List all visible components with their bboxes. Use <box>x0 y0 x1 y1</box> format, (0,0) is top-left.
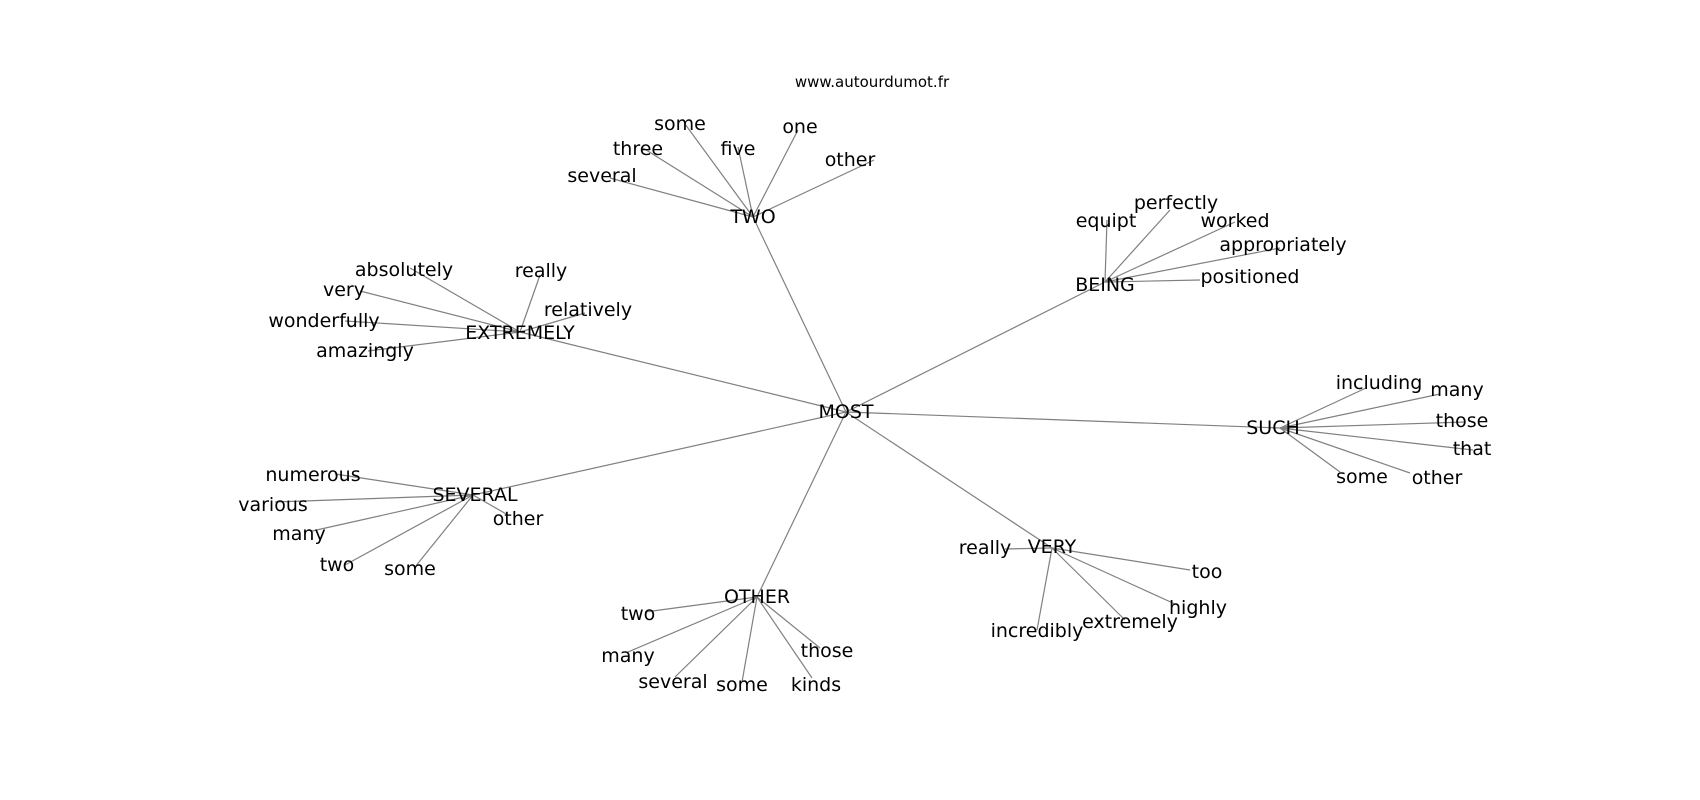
node-leaf-very-too[interactable]: too <box>1192 561 1223 583</box>
edge-most-extremely <box>519 331 847 413</box>
edge-two-five <box>737 146 754 218</box>
node-leaf-several-some[interactable]: some <box>384 558 436 580</box>
node-leaf-such-including[interactable]: including <box>1336 372 1423 394</box>
node-leaf-very-incredibly[interactable]: incredibly <box>991 620 1084 642</box>
edge-two-some <box>684 123 754 218</box>
edge-other-two <box>644 596 758 613</box>
edge-such-that <box>1279 427 1474 451</box>
node-leaf-other-those[interactable]: those <box>801 640 854 662</box>
node-leaf-being-positioned[interactable]: positioned <box>1200 266 1299 288</box>
edge-other-some <box>741 596 758 683</box>
edge-most-being <box>845 281 1106 413</box>
node-leaf-several-various[interactable]: various <box>238 494 308 516</box>
edge-several-two <box>344 494 474 566</box>
edge-being-positioned <box>1104 279 1201 283</box>
node-hub-being[interactable]: BEING <box>1075 274 1135 296</box>
node-leaf-very-really[interactable]: really <box>959 537 1012 559</box>
node-leaf-being-equipt[interactable]: equipt <box>1076 210 1137 232</box>
node-hub-extremely[interactable]: EXTREMELY <box>465 322 575 344</box>
node-leaf-other-many[interactable]: many <box>601 645 654 667</box>
node-hub-several[interactable]: SEVERAL <box>432 484 517 506</box>
edge-most-several <box>472 411 847 496</box>
node-leaf-very-extremely[interactable]: extremely <box>1082 611 1178 633</box>
edge-most-such <box>845 411 1281 429</box>
node-leaf-such-other[interactable]: other <box>1412 467 1463 489</box>
edge-extremely-really <box>519 274 541 333</box>
node-leaf-several-many[interactable]: many <box>272 523 325 545</box>
node-leaf-such-that[interactable]: that <box>1453 438 1492 460</box>
edge-such-other <box>1279 427 1411 474</box>
edge-two-one <box>752 129 799 218</box>
edge-several-some <box>414 494 474 568</box>
edge-very-really <box>1004 547 1053 550</box>
site-watermark[interactable]: www.autourdumot.fr <box>795 73 950 91</box>
edge-most-other <box>756 411 847 598</box>
node-leaf-two-some[interactable]: some <box>654 113 706 135</box>
node-leaf-extremely-really[interactable]: really <box>515 260 568 282</box>
node-leaf-other-several[interactable]: several <box>638 671 707 693</box>
node-hub-very[interactable]: VERY <box>1028 536 1077 558</box>
edge-extremely-wonderfully <box>344 320 521 333</box>
edge-several-many <box>311 494 474 532</box>
graph-labels: MOSTTWOsomethreeseveralfiveoneotherBEING… <box>238 113 1491 696</box>
node-leaf-several-numerous[interactable]: numerous <box>265 464 360 486</box>
edge-very-too <box>1051 547 1191 571</box>
node-leaf-extremely-very[interactable]: very <box>323 279 365 301</box>
edge-such-many <box>1279 393 1441 429</box>
edge-several-various <box>274 494 474 503</box>
node-leaf-two-five[interactable]: five <box>721 138 756 160</box>
node-leaf-such-many[interactable]: many <box>1430 379 1483 401</box>
node-leaf-several-other[interactable]: other <box>493 508 544 530</box>
node-leaf-being-perfectly[interactable]: perfectly <box>1134 192 1218 214</box>
edge-such-including <box>1279 387 1367 429</box>
node-leaf-several-two[interactable]: two <box>320 554 355 576</box>
node-leaf-other-some[interactable]: some <box>716 674 768 696</box>
edge-extremely-amazingly <box>367 331 521 352</box>
edge-most-two <box>752 216 847 413</box>
graph-edges <box>274 123 1474 683</box>
node-hub-two[interactable]: TWO <box>729 206 775 228</box>
node-hub-other[interactable]: OTHER <box>724 586 790 608</box>
edge-several-numerous <box>334 473 474 496</box>
node-root-most[interactable]: MOST <box>818 401 873 423</box>
node-leaf-two-several[interactable]: several <box>567 165 636 187</box>
edge-several-other <box>472 494 509 516</box>
edge-very-extremely <box>1051 547 1126 621</box>
node-leaf-such-those[interactable]: those <box>1436 410 1489 432</box>
node-leaf-very-highly[interactable]: highly <box>1169 597 1227 619</box>
node-leaf-extremely-absolutely[interactable]: absolutely <box>355 259 453 281</box>
node-leaf-two-one[interactable]: one <box>782 116 817 138</box>
edge-being-worked <box>1104 221 1236 283</box>
edge-most-very <box>845 411 1053 549</box>
node-leaf-other-kinds[interactable]: kinds <box>791 674 841 696</box>
node-leaf-extremely-amazingly[interactable]: amazingly <box>316 340 414 362</box>
edge-two-other <box>752 159 875 218</box>
edge-such-those <box>1279 421 1466 429</box>
node-leaf-extremely-wonderfully[interactable]: wonderfully <box>268 310 379 332</box>
node-leaf-such-some[interactable]: some <box>1336 466 1388 488</box>
edge-being-perfectly <box>1104 209 1171 283</box>
edge-being-appropriately <box>1104 247 1281 283</box>
node-leaf-two-three[interactable]: three <box>613 138 663 160</box>
edge-such-some <box>1279 427 1341 473</box>
edge-other-several <box>674 596 758 678</box>
edge-extremely-absolutely <box>409 267 521 333</box>
edge-very-highly <box>1051 547 1176 605</box>
edge-other-kinds <box>756 596 813 679</box>
edge-being-equipt <box>1104 219 1108 283</box>
edge-very-incredibly <box>1036 547 1053 631</box>
edge-other-many <box>627 596 758 653</box>
node-hub-such[interactable]: SUCH <box>1246 417 1300 439</box>
node-leaf-being-worked[interactable]: worked <box>1200 210 1269 232</box>
node-leaf-extremely-relatively[interactable]: relatively <box>544 299 632 321</box>
node-leaf-two-other[interactable]: other <box>825 149 876 171</box>
edge-other-those <box>756 596 821 649</box>
edge-extremely-relatively <box>519 312 586 333</box>
edge-two-three <box>642 147 754 218</box>
edge-two-several <box>609 177 754 218</box>
edge-extremely-very <box>359 290 521 333</box>
node-leaf-other-two[interactable]: two <box>621 603 656 625</box>
node-leaf-being-appropriately[interactable]: appropriately <box>1219 234 1346 256</box>
